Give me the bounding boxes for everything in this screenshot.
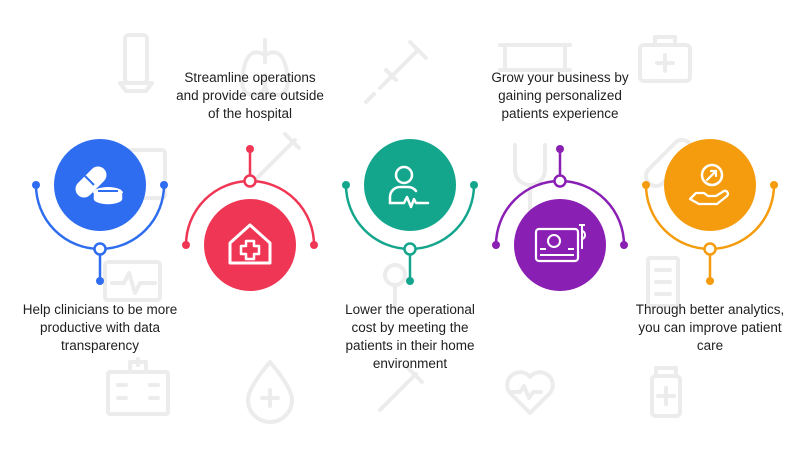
step-5-arc-end-dot <box>642 181 650 189</box>
step-2-caption-line: Streamline operations <box>184 70 316 85</box>
medicine-bottle-bg-icon <box>650 366 682 418</box>
head-outline <box>394 165 414 185</box>
step-2-caption-line: and provide care outside <box>176 88 324 103</box>
iv-drip <box>579 224 586 249</box>
monitor-bg-icon <box>103 260 162 302</box>
inhaler-bg-icon <box>118 33 154 93</box>
step-2 <box>182 145 318 291</box>
pills-icon <box>75 166 124 206</box>
capsule-divider <box>84 175 95 186</box>
step-3-caption: Lower the operational cost by meeting th… <box>315 301 505 373</box>
pulse-line <box>388 195 430 209</box>
step-4-circle <box>514 199 606 291</box>
step-5-end-dot <box>706 277 714 285</box>
step-3-arc-end-dot <box>470 181 478 189</box>
step-4-arc-end-dot <box>620 241 628 249</box>
syringe-bg-icon-bottom <box>378 364 424 412</box>
step-1 <box>32 139 168 285</box>
step-1-caption-line: productive with data <box>39 320 161 335</box>
step-4-arc-end-dot <box>492 241 500 249</box>
step-5-joint <box>703 242 717 256</box>
bed-frame <box>534 227 580 263</box>
house-outline <box>228 223 272 265</box>
step-2-caption-line: of the hospital <box>207 106 293 121</box>
patient-bed-icon <box>534 224 586 263</box>
medical-kit-bg-icon <box>638 35 692 83</box>
step-3-arc-end-dot <box>342 181 350 189</box>
cross-outline <box>239 239 261 261</box>
step-5-caption-line: care <box>696 338 724 353</box>
step-2-end-dot <box>246 145 254 153</box>
step-2-arc-end-dot <box>182 241 190 249</box>
step-4-caption-line: gaining personalized <box>498 88 622 103</box>
lungs-bg-icon <box>240 38 290 98</box>
blanket-lines <box>540 248 574 256</box>
patient-monitor-icon <box>388 165 430 209</box>
step-1-arc-end-dot <box>32 181 40 189</box>
step-4-caption-line: Grow your business by <box>491 70 629 85</box>
step-5 <box>642 139 778 285</box>
step-1-joint <box>93 242 107 256</box>
step-3-caption-line: patients in their home <box>345 338 475 353</box>
syringe-bg-icon-mid <box>253 132 301 182</box>
step-3-joint <box>403 242 417 256</box>
step-3-caption-line: cost by meeting the <box>351 320 469 335</box>
hospital-home-icon <box>228 223 272 265</box>
growth-arrow <box>705 169 718 182</box>
step-3-circle <box>364 139 456 231</box>
step-3-caption-line: Lower the operational <box>345 302 475 317</box>
shoulders-outline <box>388 185 418 205</box>
step-4-joint <box>553 174 567 188</box>
syringe-bg-icon-top <box>364 40 428 104</box>
step-5-caption: Through better analytics, you can improv… <box>615 301 800 355</box>
blood-drop-bg-icon <box>246 360 294 424</box>
step-5-caption-line: Through better analytics, <box>635 302 785 317</box>
step-1-caption-line: transparency <box>60 338 140 353</box>
step-4-caption: Grow your business by gaining personaliz… <box>465 69 655 123</box>
tablet-side <box>92 193 124 206</box>
step-1-end-dot <box>96 277 104 285</box>
coin-outline <box>700 163 724 187</box>
step-1-caption-line: Help clinicians to be more <box>22 302 178 317</box>
step-2-caption: Streamline operations and provide care o… <box>155 69 345 123</box>
step-2-arc-end-dot <box>310 241 318 249</box>
step-3-end-dot <box>406 277 414 285</box>
step-5-arc-end-dot <box>770 181 778 189</box>
heartbeat-bg-icon <box>505 370 555 415</box>
step-3-caption-line: environment <box>372 356 448 371</box>
hand-care-icon <box>688 163 730 206</box>
step-1-caption: Help clinicians to be more productive wi… <box>5 301 195 355</box>
step-1-arc-end-dot <box>160 181 168 189</box>
stethoscope-bg-icon-mid <box>383 263 407 312</box>
step-3 <box>342 139 478 285</box>
open-hand <box>688 189 730 206</box>
step-2-circle <box>204 199 296 291</box>
stretcher-bg-icon <box>498 43 572 72</box>
step-4 <box>492 145 628 291</box>
step-5-caption-line: you can improve patient <box>638 320 782 335</box>
step-4-end-dot <box>556 145 564 153</box>
step-2-joint <box>243 174 257 188</box>
hospital-bg-icon <box>106 357 170 416</box>
patient-head <box>547 234 561 248</box>
step-4-caption-line: patients experience <box>501 106 619 121</box>
building-bg-icon <box>646 256 680 308</box>
